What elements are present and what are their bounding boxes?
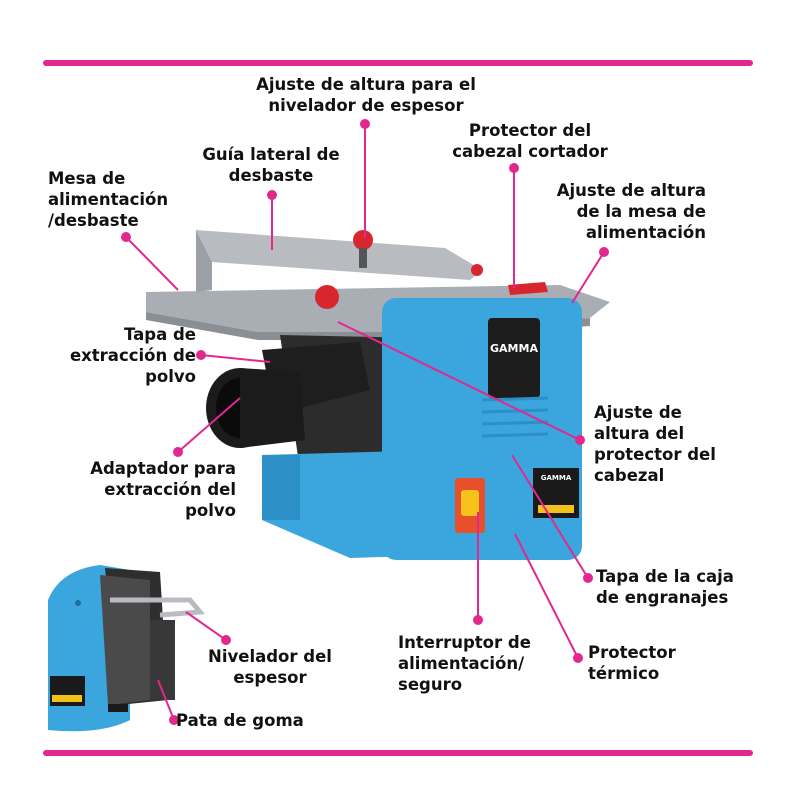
brand-logo: GAMMA: [490, 342, 538, 355]
label-height-adjust-thickness: Ajuste de altura para el nivelador de es…: [256, 75, 476, 115]
guard-knob: [315, 285, 339, 309]
bottom-divider: [43, 750, 753, 756]
label-guard-height: Ajuste de altura del protector del cabez…: [594, 403, 716, 485]
label-power-switch: Interruptor de alimentación/ seguro: [398, 633, 531, 694]
cutter-guard-red: [508, 282, 548, 295]
table-knob: [471, 264, 483, 276]
label-thermal-protector: Protector térmico: [588, 643, 676, 683]
label-dust-adapter: Adaptador para extracción del polvo: [90, 459, 236, 520]
label-gearbox-cover: Tapa de la caja de engranajes: [596, 567, 734, 607]
inset-detail: [48, 565, 206, 732]
label-rubber-foot: Pata de goma: [176, 711, 304, 730]
height-knob: [353, 230, 373, 250]
side-guide-fence: [196, 230, 482, 280]
svg-text:GAMMA: GAMMA: [541, 474, 572, 482]
label-feed-table-height: Ajuste de altura de la mesa de alimentac…: [556, 181, 706, 242]
label-feed-table: Mesa de alimentación /desbaste: [48, 169, 169, 230]
label-side-guide: Guía lateral de desbaste: [202, 145, 340, 185]
top-divider: [43, 60, 753, 66]
label-cutter-guard: Protector del cabezal cortador: [452, 121, 608, 161]
label-dust-cover: Tapa de extracción de polvo: [69, 325, 196, 386]
leader-lines: [121, 119, 609, 725]
label-thickness-leveler: Nivelador del espesor: [208, 647, 332, 687]
